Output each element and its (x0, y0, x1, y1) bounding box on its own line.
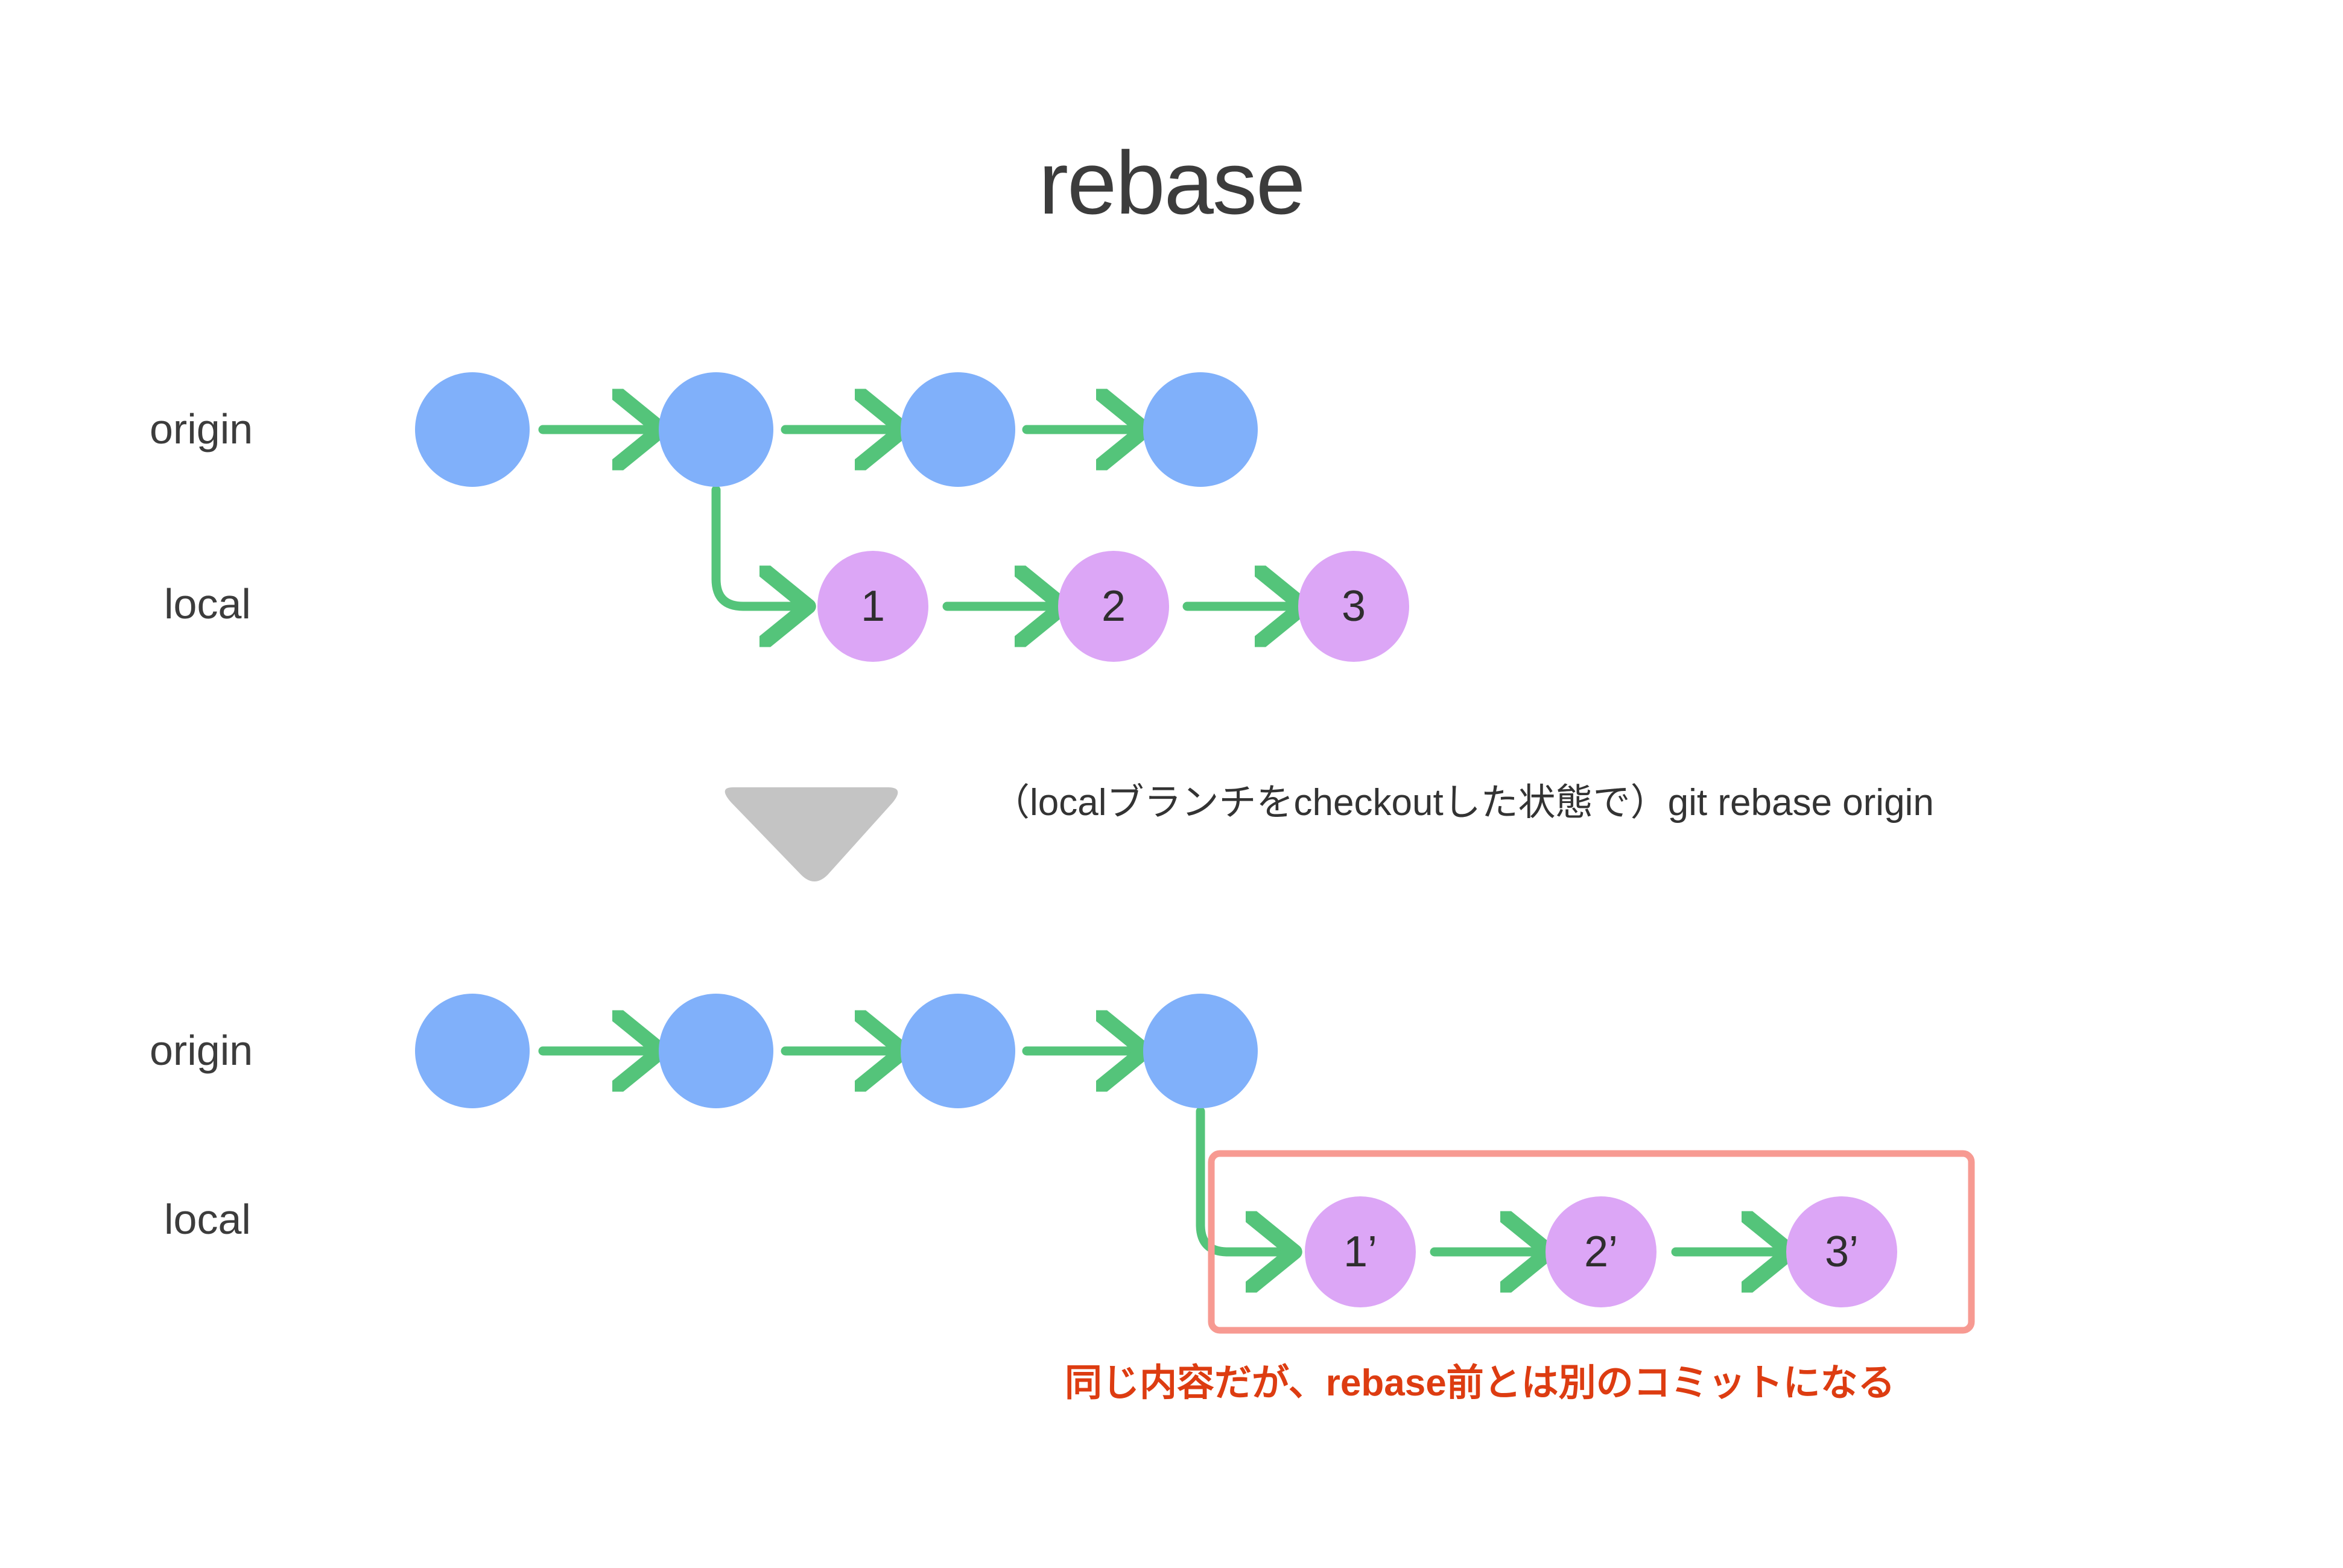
rebase-note-text: 同じ内容だが、rebase前とは別のコミットになる (1065, 1362, 1895, 1404)
origin-branch-label-before: origin (150, 405, 253, 452)
commit-node-origin[interactable] (415, 372, 530, 487)
local-branch-label-before: local (164, 580, 251, 627)
commit-node-origin[interactable] (415, 994, 530, 1108)
branch-connector-after (1196, 1106, 1284, 1252)
commit-node-origin[interactable] (1143, 372, 1258, 487)
commit-node-origin[interactable] (901, 372, 1015, 487)
commit-node-origin[interactable] (901, 994, 1015, 1108)
triangle-down-icon (724, 787, 898, 881)
commit-node-local[interactable]: 2 (1058, 551, 1169, 662)
commit-node-local-rebased[interactable]: 2’ (1546, 1196, 1657, 1307)
branch-connector-before (711, 485, 797, 606)
commit-node-origin[interactable] (1143, 994, 1258, 1108)
commit-node-local[interactable]: 3 (1298, 551, 1409, 662)
commit-node-local-rebased[interactable]: 1’ (1305, 1196, 1416, 1307)
local-branch-label-after: local (164, 1196, 251, 1243)
commit-node-origin[interactable] (659, 372, 773, 487)
commit-node-local-rebased[interactable]: 3’ (1786, 1196, 1897, 1307)
commit-node-origin[interactable] (659, 994, 773, 1108)
highlight-box (1208, 1150, 1975, 1334)
commit-node-local[interactable]: 1 (817, 551, 928, 662)
rebase-command-caption: （localブランチをcheckoutした状態で）git rebase orig… (992, 782, 1934, 824)
origin-branch-label-after: origin (150, 1027, 253, 1074)
page-title: rebase (1038, 133, 1306, 233)
